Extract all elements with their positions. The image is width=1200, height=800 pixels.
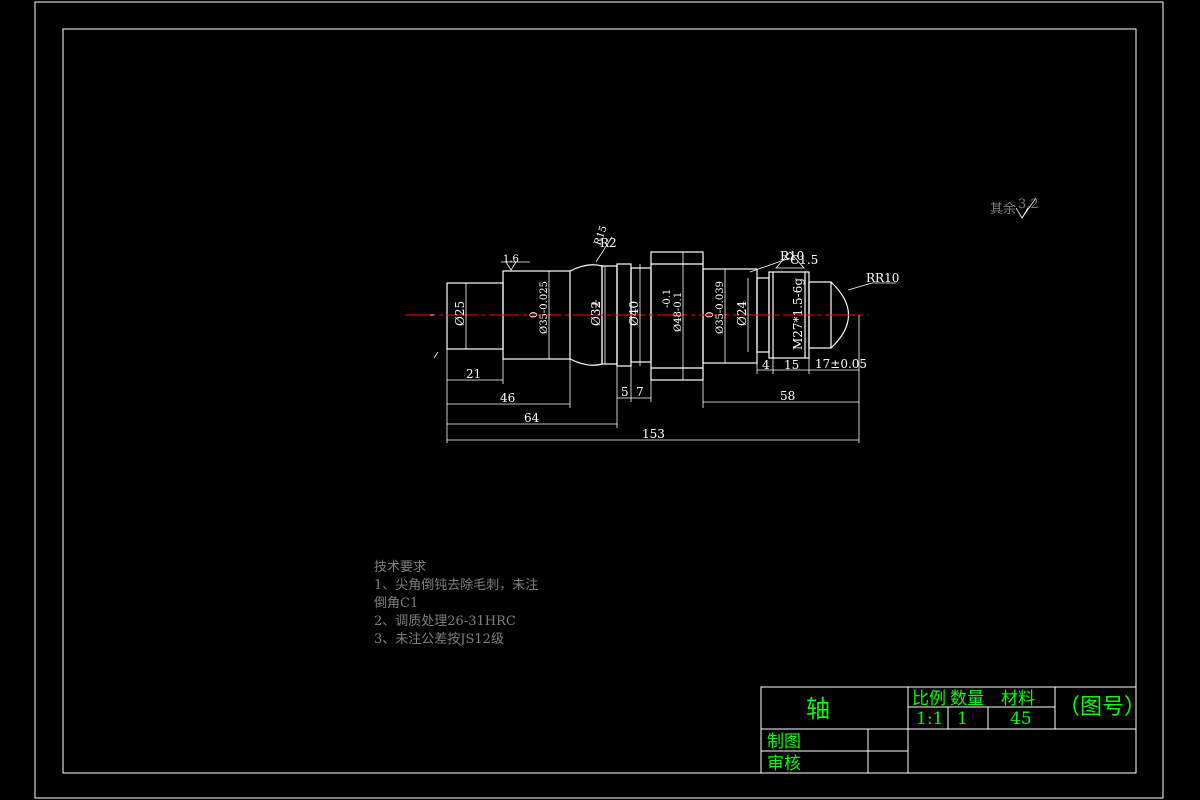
dim-r2: R2 <box>600 236 617 250</box>
dim-d35b-tol: 0 <box>705 312 716 318</box>
outer-border <box>34 1 1164 799</box>
dim-c1-5: C1.5 <box>790 253 818 267</box>
dim-len-5: 5 <box>621 385 629 399</box>
dim-d48: Ø48-0.1 <box>673 292 684 332</box>
dim-d48-tol: -0.1 <box>662 289 673 308</box>
tech-title: 技术要求 <box>374 560 426 575</box>
qty-value: 1 <box>957 709 968 729</box>
dim-thread: M27*1.5-6g <box>791 278 805 350</box>
dim-r10-top: R10 <box>780 249 804 263</box>
drawing-number: （图号） <box>1058 695 1146 720</box>
tech-line-1: 1、尖角倒钝去除毛刺，未注 <box>374 578 538 593</box>
material-header: 材料 <box>1001 689 1035 709</box>
dim-d35: Ø35-0.025 <box>539 281 550 334</box>
dim-d35b: Ø35-0.039 <box>715 281 726 334</box>
checked-by-label: 审核 <box>767 754 801 774</box>
dim-len-17: 17±0.05 <box>815 357 867 371</box>
dim-d32: Ø32 <box>589 301 603 326</box>
dim-d24: Ø24 <box>735 301 749 326</box>
dim-rr10: RR10 <box>866 271 899 285</box>
dim-len-7: 7 <box>636 385 644 399</box>
inner-border <box>62 28 1137 774</box>
dim-len-15: 15 <box>784 358 799 372</box>
scale-value: 1:1 <box>916 709 943 729</box>
dim-d35-tol: 0 <box>529 312 540 318</box>
part-name: 轴 <box>806 695 830 723</box>
material-value: 45 <box>1010 709 1032 729</box>
title-block <box>760 686 1137 774</box>
dimension-labels: Ø25 0 Ø35-0.025 Ø32 Ø40 -0.1 Ø48-0.1 0 Ø… <box>453 224 899 441</box>
tech-line-4: 3、未注公差按JS12级 <box>374 632 504 647</box>
dim-roughness-1-6: 1.6 <box>503 254 519 265</box>
roughness-rest-value: 3.2 <box>1018 197 1039 212</box>
dim-len-4: 4 <box>762 358 770 372</box>
qty-header: 数量 <box>950 689 984 709</box>
dim-len-64: 64 <box>524 411 540 425</box>
dim-len-21: 21 <box>466 367 481 381</box>
dim-len-153: 153 <box>642 427 665 441</box>
dim-d25: Ø25 <box>453 301 467 326</box>
tech-line-2: 倒角C1 <box>374 596 418 611</box>
dim-len-58: 58 <box>780 389 795 403</box>
dim-d40: Ø40 <box>627 301 641 326</box>
drawn-by-label: 制图 <box>767 732 801 752</box>
tech-line-3: 2、调质处理26-31HRC <box>374 614 516 629</box>
tech-requirements: 技术要求 1、尖角倒钝去除毛刺，未注 倒角C1 2、调质处理26-31HRC 3… <box>374 560 538 647</box>
scale-header: 比例 <box>912 689 946 709</box>
roughness-rest-label: 其余 <box>990 201 1016 217</box>
dimension-lines <box>430 197 1037 443</box>
dim-len-46: 46 <box>500 391 515 405</box>
